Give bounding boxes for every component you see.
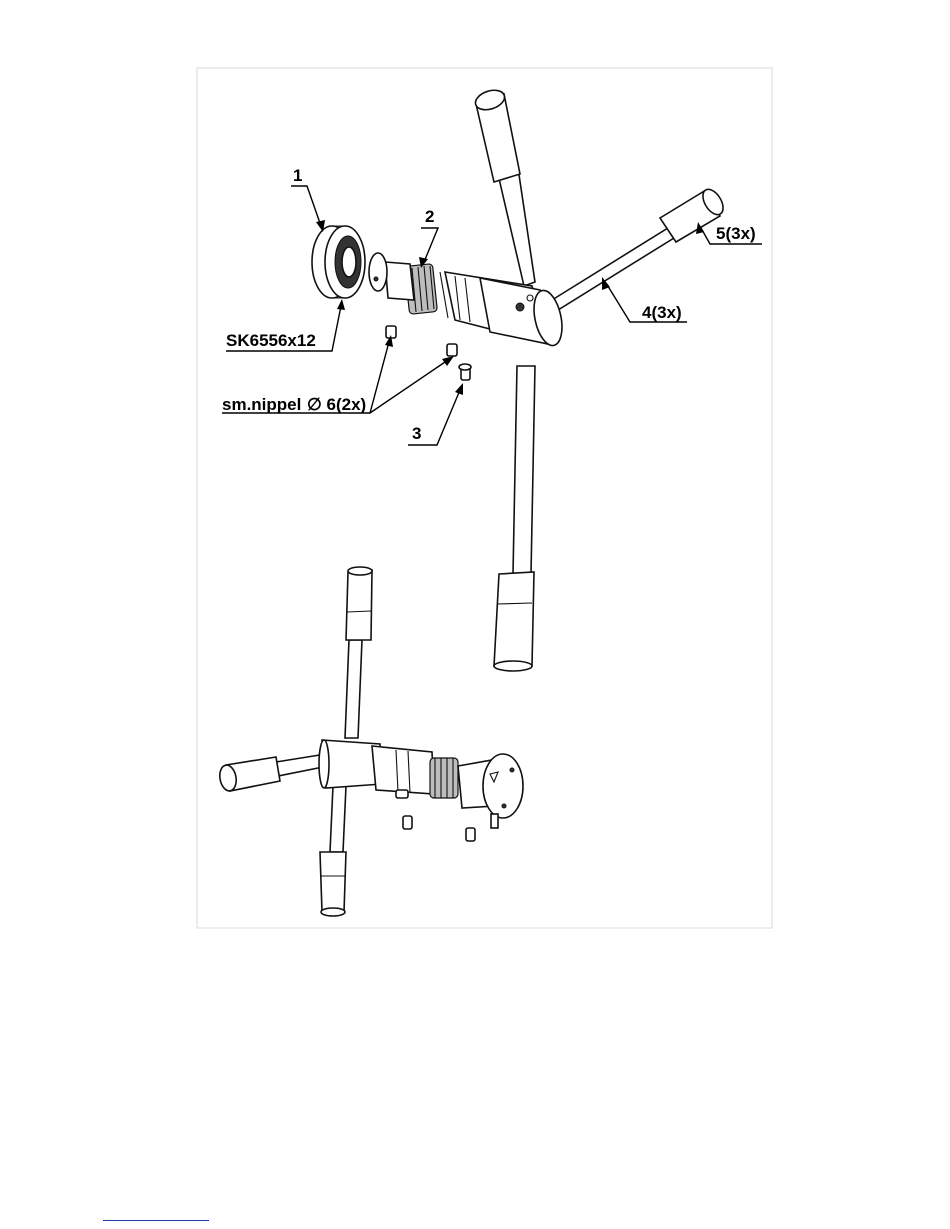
shaft-stub xyxy=(369,253,387,291)
callout-item-1: 1 xyxy=(293,166,302,185)
leader-item-2 xyxy=(421,228,438,262)
assembled-gear xyxy=(430,758,458,798)
right-handle xyxy=(552,186,727,310)
leader-arrow-3 xyxy=(455,383,463,395)
grease-nipples xyxy=(386,326,457,356)
exploded-view xyxy=(312,87,727,671)
callout-nipple-diameter: ∅ 6(2x) xyxy=(307,395,366,414)
callout-item-4: 4(3x) xyxy=(642,303,682,322)
leader-item-1 xyxy=(291,186,321,226)
loose-handle xyxy=(494,366,535,671)
callout-item-2: 2 xyxy=(425,207,434,226)
assembled-handle-down xyxy=(320,786,346,916)
assembled-view xyxy=(218,567,523,916)
leader-arrow-nipple-b xyxy=(442,356,454,366)
assembled-handle-up xyxy=(345,567,372,738)
callout-item-5: 5(3x) xyxy=(716,224,756,243)
callout-bearing: SK6556x12 xyxy=(226,331,316,350)
leader-arrow-bearing xyxy=(337,299,345,310)
callout-nipple: sm.nippel xyxy=(222,395,301,414)
assembled-nipples xyxy=(403,816,475,841)
upper-handle xyxy=(473,87,535,286)
main-hub xyxy=(440,272,567,348)
pinion-gear xyxy=(385,262,437,314)
footnote-separator xyxy=(103,1220,209,1221)
bearing xyxy=(312,226,365,298)
assembled-end-cap xyxy=(458,754,523,828)
callout-item-3: 3 xyxy=(412,424,421,443)
assembled-handle-left xyxy=(218,754,328,792)
set-screw xyxy=(459,364,471,380)
